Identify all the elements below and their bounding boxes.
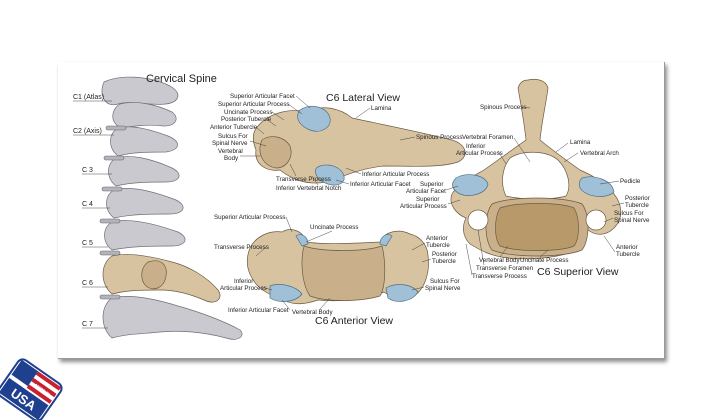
lateral-sulcus-label-2: Spinal Nerve [212,140,248,147]
anterior-inferior-articular-process-label-1: Inferior [234,278,253,285]
c6-superior-title: C6 Superior View [537,266,619,278]
superior-superior-articular-process-label-1: Superior [416,196,439,203]
anterior-anterior-tubercle-label-1: Anterior [426,235,448,242]
anterior-sulcus-label-2: Spinal Nerve [425,285,461,292]
superior-sulcus-label-1: Sulcus For [614,210,644,217]
anterior-uncinate-process-label: Uncinate Process [310,224,359,231]
superior-vertebral-foramen-label: Vertebral Foramen [462,134,514,141]
level-c5-label: C 5 [82,240,93,247]
anterior-vertebral-body-label: Vertebral Body [292,309,333,316]
lateral-spinous-process-label: Spinous Process [416,134,462,141]
lateral-inferior-articular-facet-label: Inferior Articular Facet [350,181,411,188]
lateral-superior-articular-facet-label: Superior Articular Facet [230,93,295,100]
lateral-lamina-label: Lamina [371,105,392,112]
lateral-labels: Superior Articular Facet Superior Articu… [210,93,462,192]
lateral-vertebral-body-label-2: Body [224,155,239,162]
lateral-sulcus-label-1: Sulcus For [218,133,248,140]
c6-superior-illustration [450,78,622,260]
anterior-anterior-tubercle-label-2: Tubercle [426,242,450,249]
usa-flag-badge-icon: USA MADE IN [0,358,63,420]
level-c2-label: C2 (Axis) [73,128,102,135]
superior-uncinate-process-label: Uncinate Process [520,257,569,264]
anterior-superior-articular-process-label: Superior Articular Process [214,214,286,221]
superior-spinous-process-label: Spinous Process [480,104,526,111]
anterior-posterior-tubercle-label-2: Tubercle [432,258,456,265]
lateral-transverse-process-label: Transverse Process [276,176,331,183]
superior-transverse-process-label: Transverse Process [472,273,527,280]
c6-anterior-illustration [246,229,429,305]
anterior-posterior-tubercle-label-1: Posterior [432,251,457,258]
superior-vertebral-arch-label: Vertebral Arch [580,150,619,157]
level-c7-label: C 7 [82,321,93,328]
lateral-vertebral-body-label-1: Vertebral [218,148,243,155]
lateral-uncinate-process-label: Uncinate Process [224,109,273,116]
anterior-sulcus-label-1: Sulcus For [430,278,460,285]
superior-superior-articular-facet-label-2: Articular Facet [406,188,446,195]
cervical-spine-column [99,76,243,340]
cervical-spine-title: Cervical Spine [146,73,217,85]
c6-lateral-illustration [252,106,466,186]
lateral-superior-articular-process-label: Superior Articular Process [218,101,290,108]
superior-sulcus-label-2: Spinal Nerve [614,217,650,224]
superior-superior-articular-process-label-2: Articular Process [400,203,447,210]
superior-vertebral-body-label: Vertebral Body [479,257,520,264]
anterior-inferior-articular-process-label-2: Articular Process [220,285,267,292]
superior-posterior-tubercle-label-1: Posterior [625,195,650,202]
anterior-labels: Superior Articular Process Uncinate Proc… [214,214,461,316]
level-c4-label: C 4 [82,201,93,208]
spine-level-labels: C1 (Atlas) C2 (Axis) C 3 C 4 C 5 C 6 C 7 [73,94,114,329]
lateral-inferior-articular-process-label: Inferior Articular Process [362,171,429,178]
superior-superior-articular-facet-label-1: Superior [420,181,443,188]
superior-anterior-tubercle-label-2: Tubercle [616,251,640,258]
lateral-posterior-tubercle-label: Posterior Tubercle [221,116,272,123]
lateral-inferior-vertebral-notch-label: Inferior Vertebrtal Notch [276,185,342,192]
superior-transverse-foramen-label: Transverse Foramen [476,265,534,272]
superior-lamina-label: Lamina [570,139,591,146]
c6-anterior-title: C6 Anterior View [315,315,393,327]
lateral-anterior-tubercle-label: Anterior Tubercle [210,124,258,131]
superior-labels: Spinous Process Vertebral Foramen Inferi… [400,104,650,280]
level-c1-label: C1 (Atlas) [73,94,104,101]
superior-anterior-tubercle-label-1: Anterior [616,244,638,251]
superior-inferior-articular-process-label-2: Articular Process [456,150,503,157]
level-c6-label: C 6 [82,280,93,287]
level-c3-label: C 3 [82,167,93,174]
superior-posterior-tubercle-label-2: Tubercle [625,202,649,209]
c6-lateral-title: C6 Lateral View [326,92,400,104]
anterior-inferior-articular-facet-label: Inferior Articular Facet [228,307,289,314]
superior-inferior-articular-process-label-1: Inferior [466,143,485,150]
anterior-transverse-process-label: Transverse Process [214,244,269,251]
superior-pedicle-label: Pedicle [620,178,641,185]
